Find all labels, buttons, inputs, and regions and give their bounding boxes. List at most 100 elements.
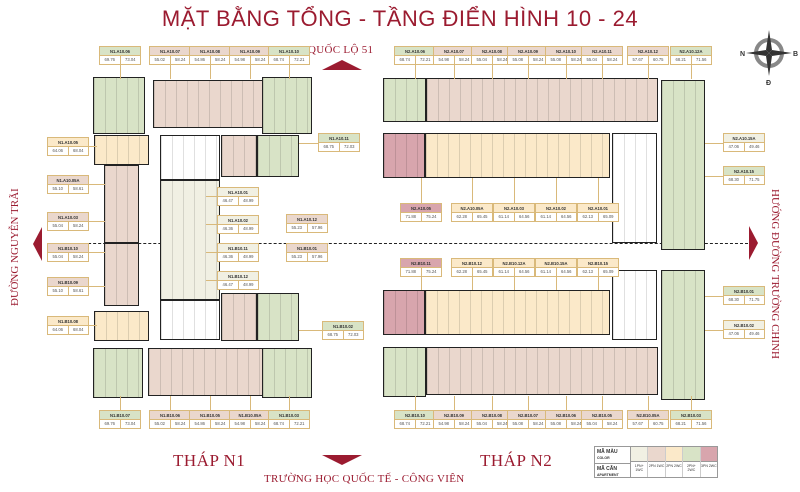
unit-n1-a10-12[interactable] <box>221 135 257 177</box>
arrow-left-icon <box>33 227 42 261</box>
legend-item: 3PN 2WC <box>701 463 717 468</box>
unit-n1-b10-07[interactable] <box>93 348 143 398</box>
unit-n1-b10-03[interactable] <box>262 348 312 398</box>
unit-n2-right-bottom[interactable] <box>661 270 705 400</box>
unit-n1-b10-08[interactable] <box>94 311 149 341</box>
legend-swatch <box>683 447 700 462</box>
unit-n2-b10-mid[interactable] <box>425 290 610 335</box>
unit-n1-a10-05a-03[interactable] <box>104 165 139 243</box>
core-n2-top <box>612 133 657 243</box>
road-bottom-label: TRƯỜNG HỌC QUỐC TẾ - CÔNG VIÊN <box>264 473 465 485</box>
unit-n2-a10-mid[interactable] <box>425 133 610 178</box>
unit-n1-b10-01[interactable] <box>221 293 257 341</box>
road-left-label: ĐƯỜNG NGUYỄN TRÃI <box>9 188 21 306</box>
tower-n1-label: THÁP N1 <box>173 451 246 470</box>
core-n1-bottom <box>160 300 220 340</box>
legend-swatch <box>648 447 665 462</box>
legend-item: 2PN 2WC <box>666 463 682 468</box>
svg-text:N: N <box>740 51 745 58</box>
unit-n1-a10-11[interactable] <box>257 135 299 177</box>
unit-n1-b10-10-09[interactable] <box>104 243 139 306</box>
unit-n2-a10-06[interactable] <box>383 78 426 122</box>
legend-apt-sub: APARTMENT <box>597 473 619 477</box>
legend-apt-label: MÃ CĂN <box>597 466 617 472</box>
legend-item: 2PN+ 2WC <box>686 463 696 472</box>
unit-n2-a10-05[interactable] <box>383 133 425 178</box>
unit-n1-a10-10[interactable] <box>262 77 312 134</box>
arrow-right-icon <box>749 226 758 260</box>
arrow-up-icon <box>322 60 362 70</box>
unit-n1-a10-05[interactable] <box>94 135 149 165</box>
unit-n2-b10-10[interactable] <box>383 347 426 397</box>
road-top-label: QUỐC LỘ 51 <box>308 44 374 56</box>
legend-swatch <box>700 447 718 462</box>
unit-n1-b10-06-05a[interactable] <box>148 348 263 396</box>
legend-swatch <box>665 447 683 462</box>
unit-n2-b10-11[interactable] <box>383 290 425 335</box>
unit-n1-b10-02[interactable] <box>257 293 299 341</box>
unit-n2-right-top[interactable] <box>661 80 705 250</box>
legend-color-sub: COLOR <box>597 456 610 460</box>
legend-item: 2PN 1WC <box>648 463 665 468</box>
unit-n2-b10-row[interactable] <box>426 347 658 395</box>
unit-n1-a10-07-09[interactable] <box>153 80 263 128</box>
unit-n2-a10-row[interactable] <box>426 78 658 122</box>
unit-n1-a10-06[interactable] <box>93 77 145 134</box>
unit-n1-center[interactable] <box>160 180 220 300</box>
